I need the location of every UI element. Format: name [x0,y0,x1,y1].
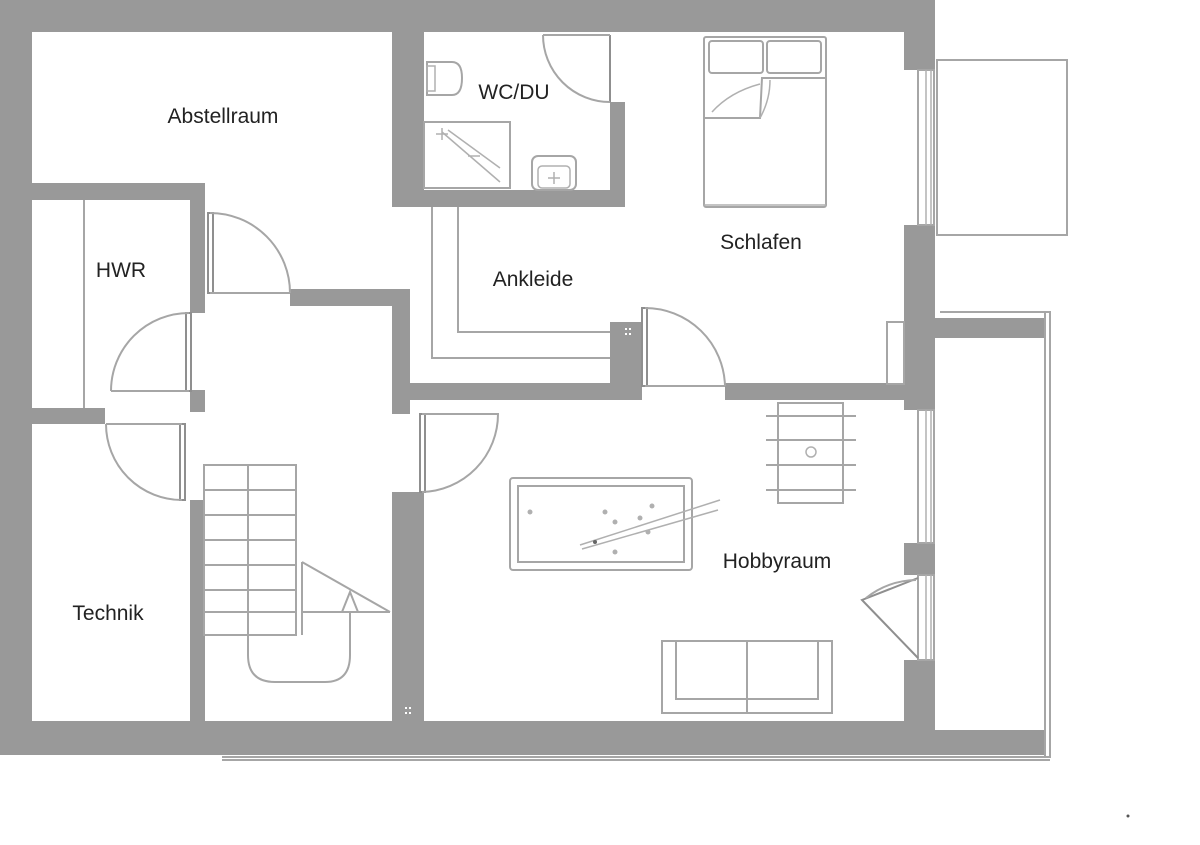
wall-wc-right [610,102,625,207]
wall-hall-top [290,289,410,306]
door-wc[interactable] [542,34,611,103]
wall-ankleide-bottom [392,383,632,400]
wall-hwr-right-bottom [190,390,205,412]
outer-wall-top [0,0,935,32]
label-schlafen: Schlafen [720,231,802,254]
sofa [661,640,833,714]
walls [0,0,1045,755]
schlafen-wall-niche [886,321,905,385]
label-ankleide: Ankleide [493,268,574,291]
window-hobby-door [917,574,935,661]
staircase [203,464,391,683]
wall-wc-bottom [392,190,625,207]
door-hobbyraum[interactable] [419,413,500,493]
label-hobbyraum: Hobbyraum [723,550,832,573]
wall-abstell-hwr [0,183,205,200]
billiard-table [509,477,721,571]
door-hwr[interactable] [110,312,192,392]
label-abstellraum: Abstellraum [168,105,279,128]
room-labels: Abstellraum WC/DU Schlafen Ankleide HWR … [72,81,831,625]
wall-hwr-technik [0,408,105,424]
terrace-outline [940,311,1051,758]
wall-central-top [392,0,424,207]
wall-technik-right [190,500,205,730]
toilet [426,61,464,96]
door-schlafen[interactable] [641,307,726,387]
terrace-wall-top [935,318,1045,338]
door-terrace[interactable] [860,577,919,659]
windows [886,69,935,661]
washbasin [531,155,577,191]
outer-wall-right-4 [904,660,935,755]
outer-wall-right-3 [904,543,935,575]
label-technik: Technik [72,602,144,625]
dot-mark [1126,814,1130,818]
balcony [936,59,1068,236]
exterior-lines [222,59,1130,818]
wall-hwr-right-top [190,183,205,313]
bed [703,36,827,208]
fixtures [83,36,856,714]
window-schlafen [917,69,935,226]
terrace-wall-bottom [935,730,1045,755]
door-abstellraum[interactable] [207,212,291,294]
outer-wall-bottom [0,721,935,755]
shower [423,121,511,189]
wall-schlafen-bottom [725,383,935,400]
wardrobe [431,207,610,359]
wall-central-bottom [392,492,424,732]
foosball-table [766,402,856,504]
door-technik[interactable] [105,423,186,501]
wall-central-mid [392,289,410,414]
label-wc-du: WC/DU [478,81,549,104]
label-hwr: HWR [96,259,146,282]
wall-markers [405,328,631,714]
doors [105,34,919,714]
outer-wall-right-2 [904,225,935,410]
outer-wall-right-1 [904,0,935,70]
outer-wall-left [0,0,32,755]
window-hobby [917,409,935,544]
